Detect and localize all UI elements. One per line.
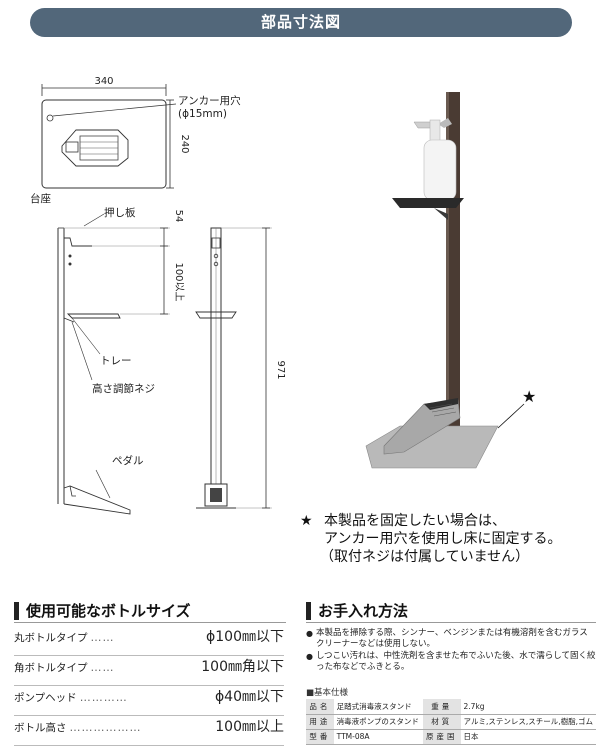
dim-height: 971 (275, 360, 286, 379)
dim-width: 340 (94, 76, 113, 87)
base-top-view: 340 240 アンカー用穴 (ϕ15mm) 台座 (30, 76, 241, 205)
list-item: ポンプヘッド ………… ϕ40㎜以下 (14, 686, 284, 716)
table-row: 型番 TTM-08A 原産国 日本 (306, 729, 596, 745)
spec-key: 品名 (306, 699, 334, 715)
note-line-1: 本製品を固定したい場合は、 (324, 513, 506, 529)
bottle-size-value: ϕ40㎜以下 (214, 689, 284, 705)
spec-value: 日本 (460, 729, 596, 745)
bottle-type-label: 丸ボトルタイプ (14, 632, 88, 644)
spec-value: 消毒液ポンプのスタンド (333, 714, 423, 730)
front-view: 971 (195, 227, 286, 509)
note-line-2: アンカー用穴を使用し床に固定する。 (324, 531, 562, 547)
spec-value: アルミ,ステンレス,スチール,樹脂,ゴム (460, 714, 596, 730)
spec-key: 材質 (422, 714, 461, 730)
pedal-label: ペダル (112, 454, 144, 467)
care-title-text: お手入れ方法 (318, 602, 409, 620)
note-line-3: （取付ネジは付属していません） (320, 549, 530, 565)
divider (306, 622, 596, 623)
spec-table: 品名 足踏式消毒液スタンド 重量 2.7kg 用途 消毒液ポンプのスタンド 材質… (306, 699, 596, 745)
fixing-note: ★ 本製品を固定したい場合は、 アンカー用穴を使用し床に固定する。 （取付ネジは… (300, 512, 600, 566)
care-title: お手入れ方法 (306, 600, 408, 621)
leader-dots: ……………… (69, 721, 142, 734)
spec-key: 原産国 (422, 729, 461, 745)
spec-title: ■基本仕様 (306, 688, 349, 698)
anchor-hole-size: (ϕ15mm) (178, 108, 227, 120)
tray-label: トレー (100, 355, 132, 367)
bottle-type-label: 角ボトルタイプ (14, 662, 88, 674)
base-label: 台座 (30, 192, 51, 205)
spec-key: 型番 (306, 729, 334, 745)
product-illustration: ★ (365, 92, 536, 469)
leader-dots: …… (90, 631, 115, 644)
bottle-type-label: ボトル高さ (14, 722, 67, 734)
star-icon: ★ (300, 513, 313, 529)
bottle-size-list: 丸ボトルタイプ …… ϕ100㎜以下 角ボトルタイプ …… 100㎜角以下 ポン… (14, 626, 284, 746)
dim-depth: 240 (179, 134, 190, 153)
title-bar-icon (14, 601, 19, 620)
bottle-size-value: ϕ100㎜以下 (206, 629, 284, 645)
list-item: 本製品を掃除する際、シンナー、ベンジンまたは有機溶剤を含むガラスクリーナーなどは… (306, 628, 596, 650)
height-screw-label: 高さ調節ネジ (92, 382, 155, 395)
divider (14, 622, 286, 623)
table-row: 用途 消毒液ポンプのスタンド 材質 アルミ,ステンレス,スチール,樹脂,ゴム (306, 714, 596, 730)
section-banner: 部品寸法図 (30, 8, 572, 37)
list-item: ボトル高さ ……………… 100㎜以上 (14, 716, 284, 746)
dim-push: 54 (173, 210, 184, 223)
spec-key: 重量 (422, 699, 461, 715)
bottle-type-label: ポンプヘッド (14, 692, 77, 704)
leader-dots: …… (90, 661, 115, 674)
star-mark-icon: ★ (522, 387, 536, 406)
leader-dots: ………… (79, 691, 128, 704)
table-row: 品名 足踏式消毒液スタンド 重量 2.7kg (306, 699, 596, 715)
spec-key: 用途 (306, 714, 334, 730)
dim-clearance: 100以上 (173, 262, 185, 301)
list-item: 角ボトルタイプ …… 100㎜角以下 (14, 656, 284, 686)
spec-value: 足踏式消毒液スタンド (333, 699, 423, 715)
list-item: しつこい汚れは、中性洗剤を含ませた布でふいた後、水で濡らして固く絞った布などでふ… (306, 651, 596, 673)
care-list: 本製品を掃除する際、シンナー、ベンジンまたは有機溶剤を含むガラスクリーナーなどは… (306, 628, 596, 674)
bottle-size-title-text: 使用可能なボトルサイズ (26, 602, 191, 620)
title-bar-icon (306, 601, 311, 620)
anchor-hole-label: アンカー用穴 (178, 94, 241, 107)
bottle-size-value: 100㎜以上 (215, 719, 284, 735)
bottle-size-value: 100㎜角以下 (201, 659, 284, 675)
list-item: 丸ボトルタイプ …… ϕ100㎜以下 (14, 626, 284, 656)
side-view: 54 100以上 押し板 トレー 高さ調節ネジ ペダル (57, 206, 185, 515)
spec-value: TTM-08A (333, 729, 423, 745)
dimension-drawing: 340 240 アンカー用穴 (ϕ15mm) 台座 (30, 76, 536, 515)
spec-value: 2.7kg (460, 699, 596, 715)
push-plate-label: 押し板 (104, 206, 136, 219)
bottle-size-title: 使用可能なボトルサイズ (14, 600, 191, 621)
